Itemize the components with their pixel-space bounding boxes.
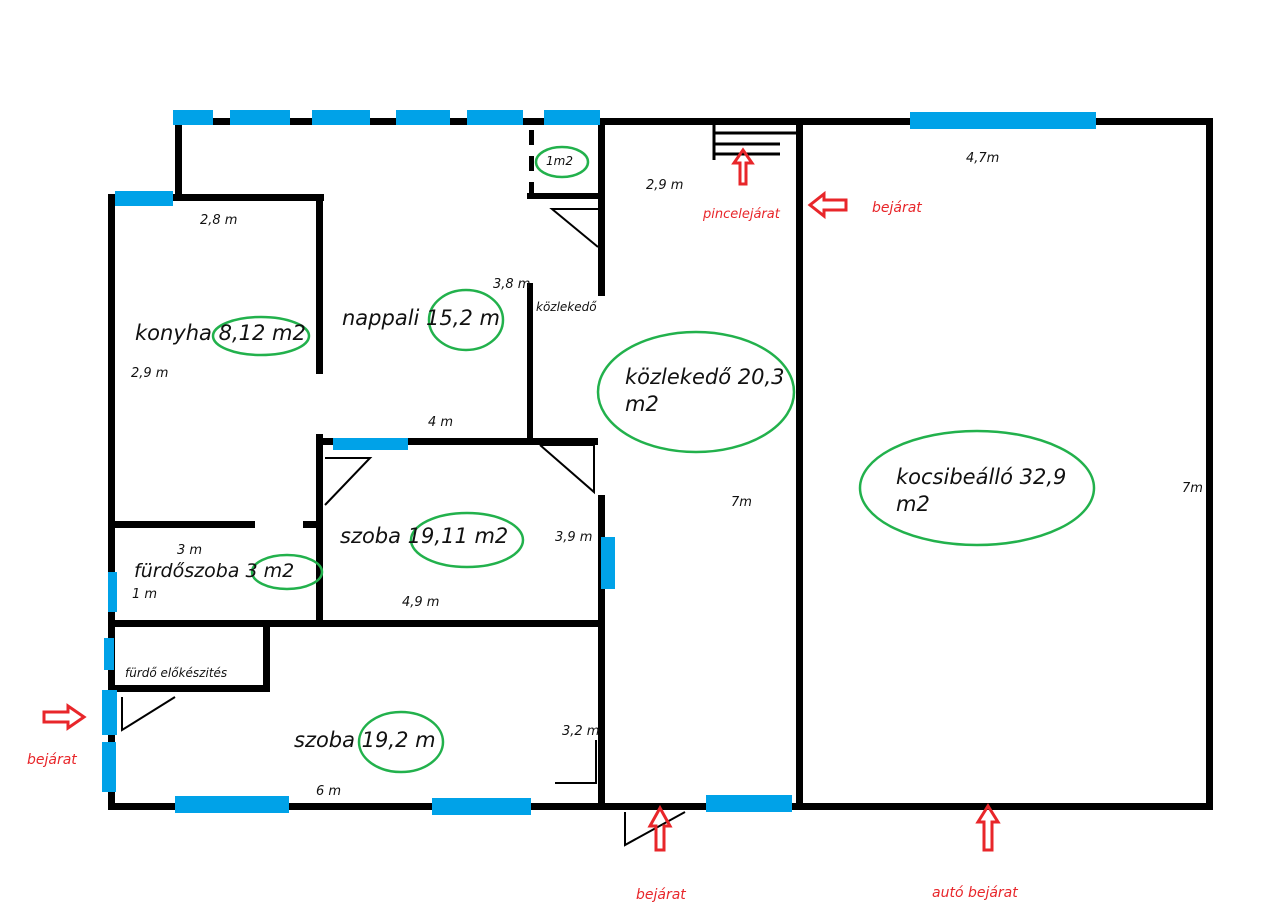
- wall-szoba-south: [115, 620, 605, 627]
- window: [173, 110, 213, 125]
- room-label-furdoszoba: fürdőszoba 3 m2: [134, 560, 295, 582]
- window: [175, 796, 289, 813]
- room-label-kozlekedo: közlekedő 20,3 m2: [625, 365, 785, 417]
- area-circle-kozlekedo: [596, 330, 796, 454]
- door-elokeszites: [121, 696, 176, 732]
- wall-furdo-north-b: [303, 521, 319, 528]
- wall-top-west: [108, 194, 324, 201]
- window: [544, 110, 600, 125]
- entrance-label-auto: autó bejárat: [932, 885, 1018, 901]
- wall-kozlekedo-east: [796, 118, 803, 810]
- room-label-szoba2: szoba 19,2 m: [294, 728, 436, 752]
- window: [102, 742, 116, 792]
- area-circle-szoba1: [409, 511, 525, 569]
- dimension-szoba2-height: 3,2 m: [562, 724, 600, 739]
- area-circle-kocsibeallo: [858, 429, 1096, 547]
- walls: [108, 118, 1213, 810]
- window: [396, 110, 450, 125]
- dimension-kozlekedo-height: 7m: [731, 495, 752, 510]
- area-circle-konyha: [211, 315, 311, 357]
- doors: [121, 208, 686, 847]
- dimension-kocsi-width: 4,7m: [966, 151, 1000, 166]
- closet-door-dash-3: [529, 182, 534, 197]
- arrow-right-icon: [42, 703, 87, 731]
- dimension-kozlekedo-width: 2,9 m: [646, 178, 684, 193]
- wall-corridor-inner: [527, 283, 533, 443]
- entrance-label-side: bejárat: [872, 200, 922, 216]
- area-circles: [211, 145, 1096, 774]
- wall-west: [108, 194, 115, 809]
- wall-nappali-south: [316, 438, 598, 445]
- window: [333, 438, 408, 450]
- dimension-szoba1-height: 3,9 m: [555, 530, 593, 545]
- window: [601, 537, 615, 589]
- window: [910, 112, 1096, 129]
- area-circle-furdo: [250, 553, 324, 591]
- door-closet: [549, 208, 599, 248]
- wall-elokeszites-east: [263, 627, 270, 691]
- dimension-konyha-height: 2,9 m: [131, 366, 169, 381]
- entrance-label-pince: pincelejárat: [703, 207, 780, 222]
- room-label-closet: 1m2: [546, 154, 573, 168]
- arrow-up-icon: [731, 147, 755, 186]
- window: [467, 110, 523, 125]
- wall-east: [1206, 118, 1213, 810]
- arrow-up-icon: [647, 804, 673, 852]
- window: [706, 795, 792, 812]
- window: [108, 572, 117, 612]
- area-circle-szoba2: [357, 710, 445, 774]
- window: [104, 638, 114, 670]
- arrow-up-icon: [975, 803, 1001, 852]
- dimension-szoba1-width: 4,9 m: [402, 595, 440, 610]
- closet-door-dash-1: [529, 130, 534, 145]
- area-circle-closet: [534, 145, 590, 179]
- wall-konyha-east: [316, 194, 323, 374]
- wall-top-middle: [605, 118, 1213, 125]
- window: [115, 191, 173, 206]
- wall-kozlekedo-west-lower: [598, 495, 605, 810]
- door-corridor: [539, 444, 595, 495]
- wall-north-step: [175, 118, 182, 201]
- room-label-nappali: nappali 15,2 m: [342, 306, 500, 330]
- wall-kozlekedo-west-upper: [598, 118, 605, 296]
- entrance-label-left: bejárat: [27, 752, 77, 768]
- door-entrance-bottom: [624, 811, 686, 847]
- window: [432, 798, 531, 815]
- arrows: [42, 147, 1001, 852]
- entrance-label-bottom: bejárat: [636, 887, 686, 903]
- stairs-icon: [712, 125, 796, 160]
- dimension-konyha-width: 2,8 m: [200, 213, 238, 228]
- wall-closet-south: [527, 193, 599, 199]
- room-label-furdo-elokeszites: fürdő előkészités: [125, 666, 228, 680]
- dimension-furdo-height: 1 m: [132, 587, 158, 602]
- dimension-nappali-width: 4 m: [428, 415, 454, 430]
- dimension-furdo-width: 3 m: [177, 543, 203, 558]
- window: [230, 110, 290, 125]
- window: [312, 110, 370, 125]
- windows: [102, 110, 1096, 815]
- wall-szoba-west: [316, 434, 323, 624]
- arrow-left-icon: [807, 190, 848, 220]
- door-szoba2: [555, 740, 597, 784]
- room-label-konyha: konyha 8,12 m2: [135, 321, 306, 345]
- door-szoba: [324, 457, 373, 506]
- wall-elokeszites-south: [115, 685, 270, 692]
- room-label-kocsibeallo: kocsibeálló 32,9 m2: [896, 465, 1067, 517]
- wall-top-north: [175, 118, 605, 125]
- dimension-szoba2-width: 6 m: [316, 784, 342, 799]
- window: [102, 690, 117, 735]
- closet-door-dash-2: [529, 156, 534, 171]
- area-circle-nappali: [427, 288, 505, 352]
- dimension-kocsi-height: 7m: [1182, 481, 1203, 496]
- dimension-nappali-height: 3,8 m: [493, 277, 531, 292]
- wall-furdo-north-a: [115, 521, 255, 528]
- room-label-szoba1: szoba 19,11 m2: [340, 524, 509, 548]
- room-label-kozlekedo-small: közlekedő: [536, 300, 597, 314]
